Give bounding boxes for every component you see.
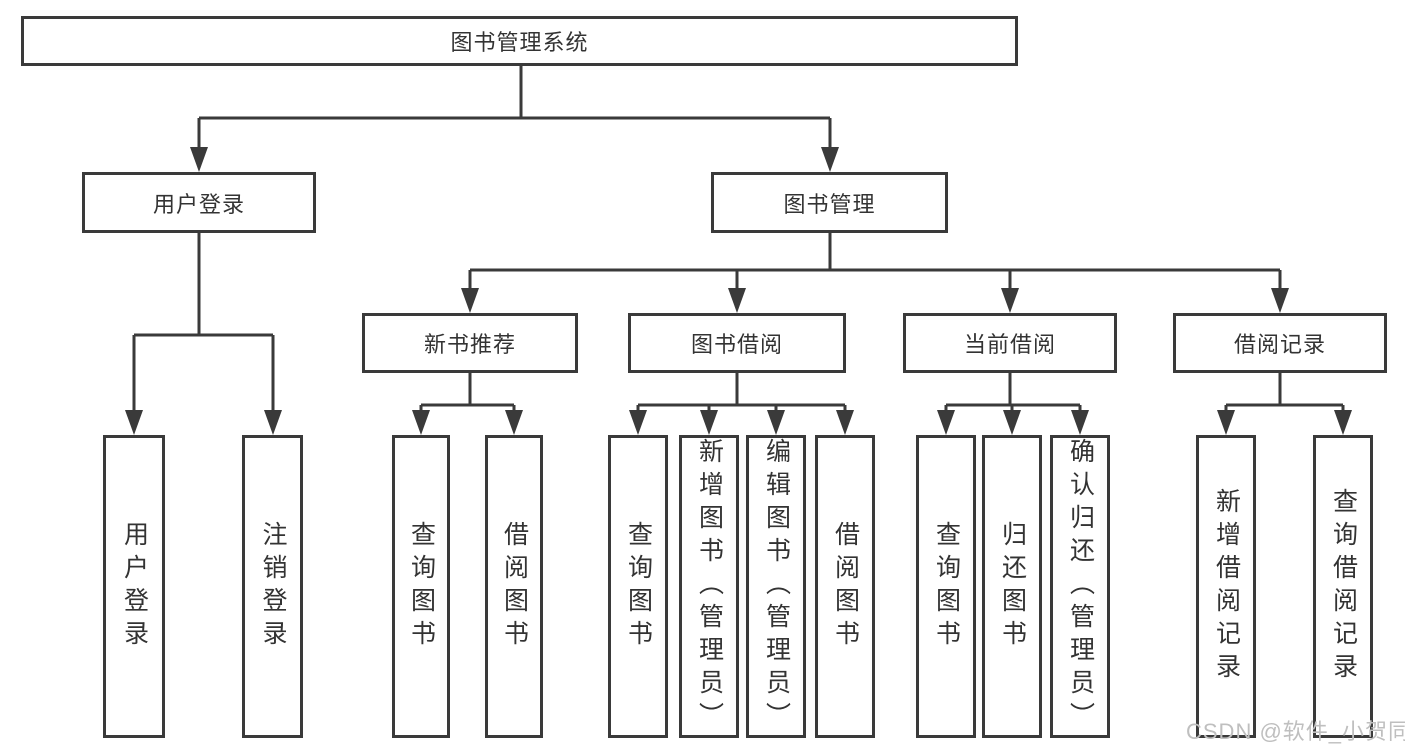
leaf-label: 归还图书 bbox=[998, 520, 1027, 653]
leaf-label: 查询图书 bbox=[407, 520, 436, 653]
leaf-label: 借阅图书 bbox=[500, 520, 529, 653]
leaf-borrow-books: 借阅图书 bbox=[815, 435, 875, 738]
leaf-query-books-borrow: 查询图书 bbox=[608, 435, 668, 738]
leaf-label: 借阅图书 bbox=[831, 520, 860, 653]
leaf-label: 查询借阅记录 bbox=[1329, 487, 1358, 686]
node-book-management: 图书管理 bbox=[711, 172, 948, 233]
leaf-label: 新增图书（管理员） bbox=[695, 438, 724, 735]
node-new-book-recommendation: 新书推荐 bbox=[362, 313, 578, 373]
node-label: 图书借阅 bbox=[690, 332, 783, 357]
leaf-add-borrow-record: 新增借阅记录 bbox=[1196, 435, 1256, 738]
leaf-label: 确认归还（管理员） bbox=[1066, 438, 1095, 735]
leaf-edit-books-admin: 编辑图书（管理员） bbox=[746, 435, 806, 738]
csdn-watermark: CSDN @软件_小贺同学 bbox=[1186, 719, 1405, 744]
node-current-borrowing: 当前借阅 bbox=[903, 313, 1117, 373]
leaf-return-books: 归还图书 bbox=[982, 435, 1042, 738]
leaf-label: 查询图书 bbox=[932, 520, 961, 653]
leaf-label: 编辑图书（管理员） bbox=[762, 438, 791, 735]
leaf-confirm-return-admin: 确认归还（管理员） bbox=[1050, 435, 1110, 738]
node-label: 借阅记录 bbox=[1233, 332, 1326, 357]
node-borrowing-records: 借阅记录 bbox=[1173, 313, 1387, 373]
leaf-label: 注销登录 bbox=[259, 520, 287, 653]
leaf-borrow-books-recommend: 借阅图书 bbox=[485, 435, 543, 738]
leaf-query-books-recommend: 查询图书 bbox=[392, 435, 450, 738]
node-label: 用户登录 bbox=[152, 191, 245, 217]
leaf-logout: 注销登录 bbox=[242, 435, 303, 738]
node-label: 当前借阅 bbox=[963, 332, 1056, 357]
leaf-query-borrow-record: 查询借阅记录 bbox=[1313, 435, 1373, 738]
node-book-borrowing: 图书借阅 bbox=[628, 313, 846, 373]
leaf-label: 新增借阅记录 bbox=[1212, 487, 1241, 686]
leaf-query-books-current: 查询图书 bbox=[916, 435, 976, 738]
node-label: 新书推荐 bbox=[423, 332, 516, 357]
leaf-label: 查询图书 bbox=[624, 520, 653, 653]
arrowheads bbox=[125, 147, 1352, 435]
node-label: 图书管理 bbox=[783, 191, 876, 217]
leaf-user-login: 用户登录 bbox=[103, 435, 165, 738]
node-library-management-system: 图书管理系统 bbox=[21, 16, 1018, 66]
leaf-label: 用户登录 bbox=[120, 520, 149, 653]
leaf-add-books-admin: 新增图书（管理员） bbox=[679, 435, 739, 738]
node-user-login: 用户登录 bbox=[82, 172, 316, 233]
node-label: 图书管理系统 bbox=[450, 30, 589, 55]
